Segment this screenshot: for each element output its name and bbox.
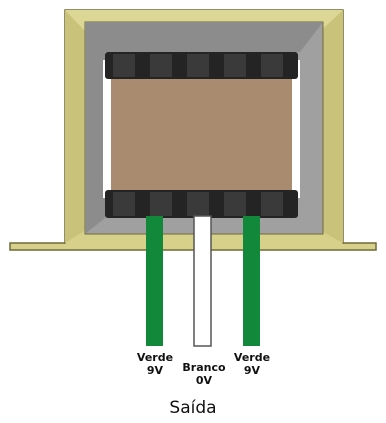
wire-green-right: [243, 216, 260, 346]
core-gap-left: [103, 60, 113, 198]
output-label: Saída: [169, 398, 217, 418]
core-gap-right: [290, 60, 300, 198]
wire-green-left: [146, 216, 163, 346]
top-coil-bar: [105, 52, 298, 79]
wire-label-right: Verde 9V: [222, 351, 282, 377]
wire-label-center-voltage: 0V: [195, 374, 213, 387]
wire-label-left-voltage: 9V: [146, 364, 164, 377]
frame-window-shadow: [85, 22, 323, 234]
wire-label-left: Verde 9V: [125, 351, 185, 377]
wire-white-center: [193, 215, 212, 347]
wire-label-left-name: Verde: [136, 351, 174, 364]
bottom-coil-bar: [105, 190, 298, 218]
wire-label-center: Branco 0V: [174, 361, 234, 387]
wire-label-right-name: Verde: [233, 351, 271, 364]
transformer-core: [111, 62, 292, 198]
wire-label-center-name: Branco: [182, 361, 226, 374]
wire-label-right-voltage: 9V: [243, 364, 261, 377]
